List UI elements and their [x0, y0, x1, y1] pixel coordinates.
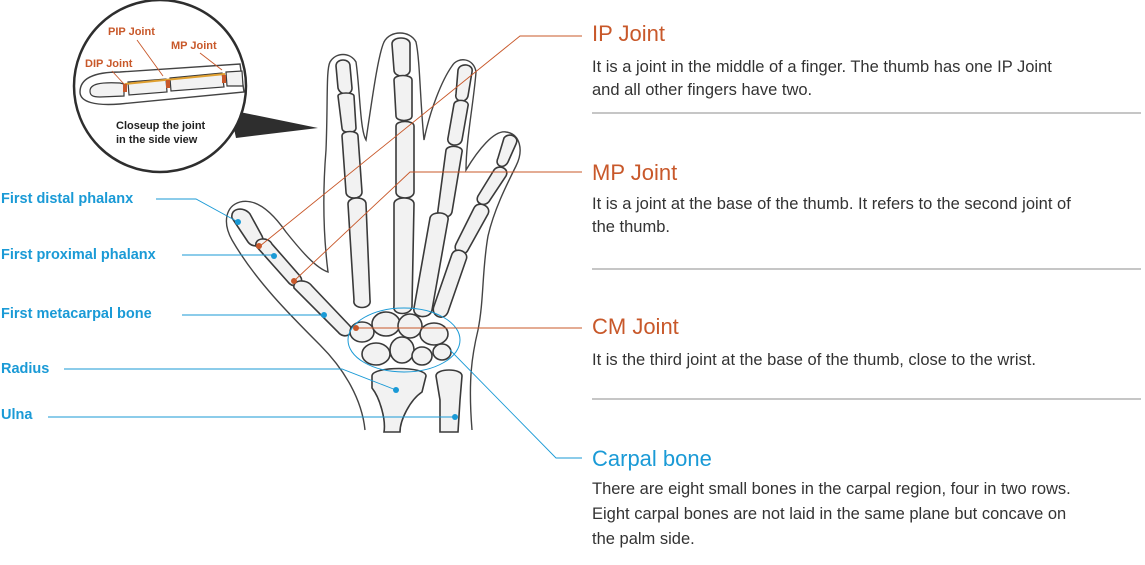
closeup-caption-line-2: in the side view [116, 134, 198, 146]
cm-joint-title: CM Joint [592, 314, 679, 339]
distal-phalanx-marker [235, 219, 241, 225]
closeup-caption-line-1: Closeup the joint [116, 120, 206, 132]
mp-joint-title: MP Joint [592, 160, 677, 185]
mp-joint-text-line-2: the thumb. [592, 218, 670, 236]
closeup-label-dip: DIP Joint [85, 58, 133, 70]
middle-finger-bones [391, 37, 415, 315]
closeup-label-pip: PIP Joint [108, 26, 155, 38]
cm-joint-text-line-1: It is the third joint at the base of the… [592, 351, 1036, 369]
metacarpal-marker [321, 312, 327, 318]
carpal-bone-text-line-2: Eight carpal bones are not laid in the s… [592, 505, 1066, 523]
ulna-marker [452, 414, 458, 420]
carpal-bones [349, 311, 452, 366]
label-first-distal-phalanx: First distal phalanx [1, 191, 133, 207]
bone-labels: First distal phalanx First proximal phal… [1, 191, 156, 423]
radius-bone [371, 367, 427, 433]
joint-descriptions: IP Joint It is a joint in the middle of … [592, 21, 1141, 548]
ip-joint-text-line-2: and all other fingers have two. [592, 81, 812, 99]
ip-joint-title: IP Joint [592, 21, 665, 46]
ip-joint-text-line-1: It is a joint in the middle of a finger.… [592, 58, 1052, 76]
closeup-pip-marker [166, 80, 170, 88]
ulna-bone [435, 369, 463, 433]
hand-outline [225, 32, 521, 431]
closeup-view: PIP Joint MP Joint DIP Joint Closeup the… [72, 0, 318, 174]
radius-marker [393, 387, 399, 393]
mp-joint-text-line-1: It is a joint at the base of the thumb. … [592, 195, 1071, 213]
mp-joint-marker [291, 278, 297, 284]
ip-joint-marker [256, 243, 262, 249]
proximal-phalanx-marker [271, 253, 277, 259]
cm-joint-marker [353, 325, 359, 331]
label-radius: Radius [1, 361, 49, 377]
carpal-bone-text-line-3: the palm side. [592, 530, 695, 548]
thumb-bones [231, 208, 353, 337]
index-finger-bones [335, 59, 371, 309]
closeup-pointer [230, 110, 318, 138]
closeup-finger [79, 63, 245, 106]
carpal-bone-title: Carpal bone [592, 446, 712, 471]
closeup-mp-marker [222, 75, 226, 83]
forearm-bones [371, 367, 463, 433]
carpal-bone-text-line-1: There are eight small bones in the carpa… [592, 480, 1071, 498]
closeup-label-mp: MP Joint [171, 40, 217, 52]
little-finger-bones [432, 134, 518, 318]
hand-skeleton [225, 32, 521, 433]
label-first-metacarpal-bone: First metacarpal bone [1, 306, 152, 322]
label-first-proximal-phalanx: First proximal phalanx [1, 247, 156, 263]
closeup-highlight [124, 73, 226, 85]
ring-finger-bones [413, 64, 473, 318]
leader-lines [48, 35, 582, 459]
label-ulna: Ulna [1, 407, 33, 423]
carpal-region-ellipse [347, 307, 461, 373]
closeup-dip-marker [123, 84, 127, 92]
